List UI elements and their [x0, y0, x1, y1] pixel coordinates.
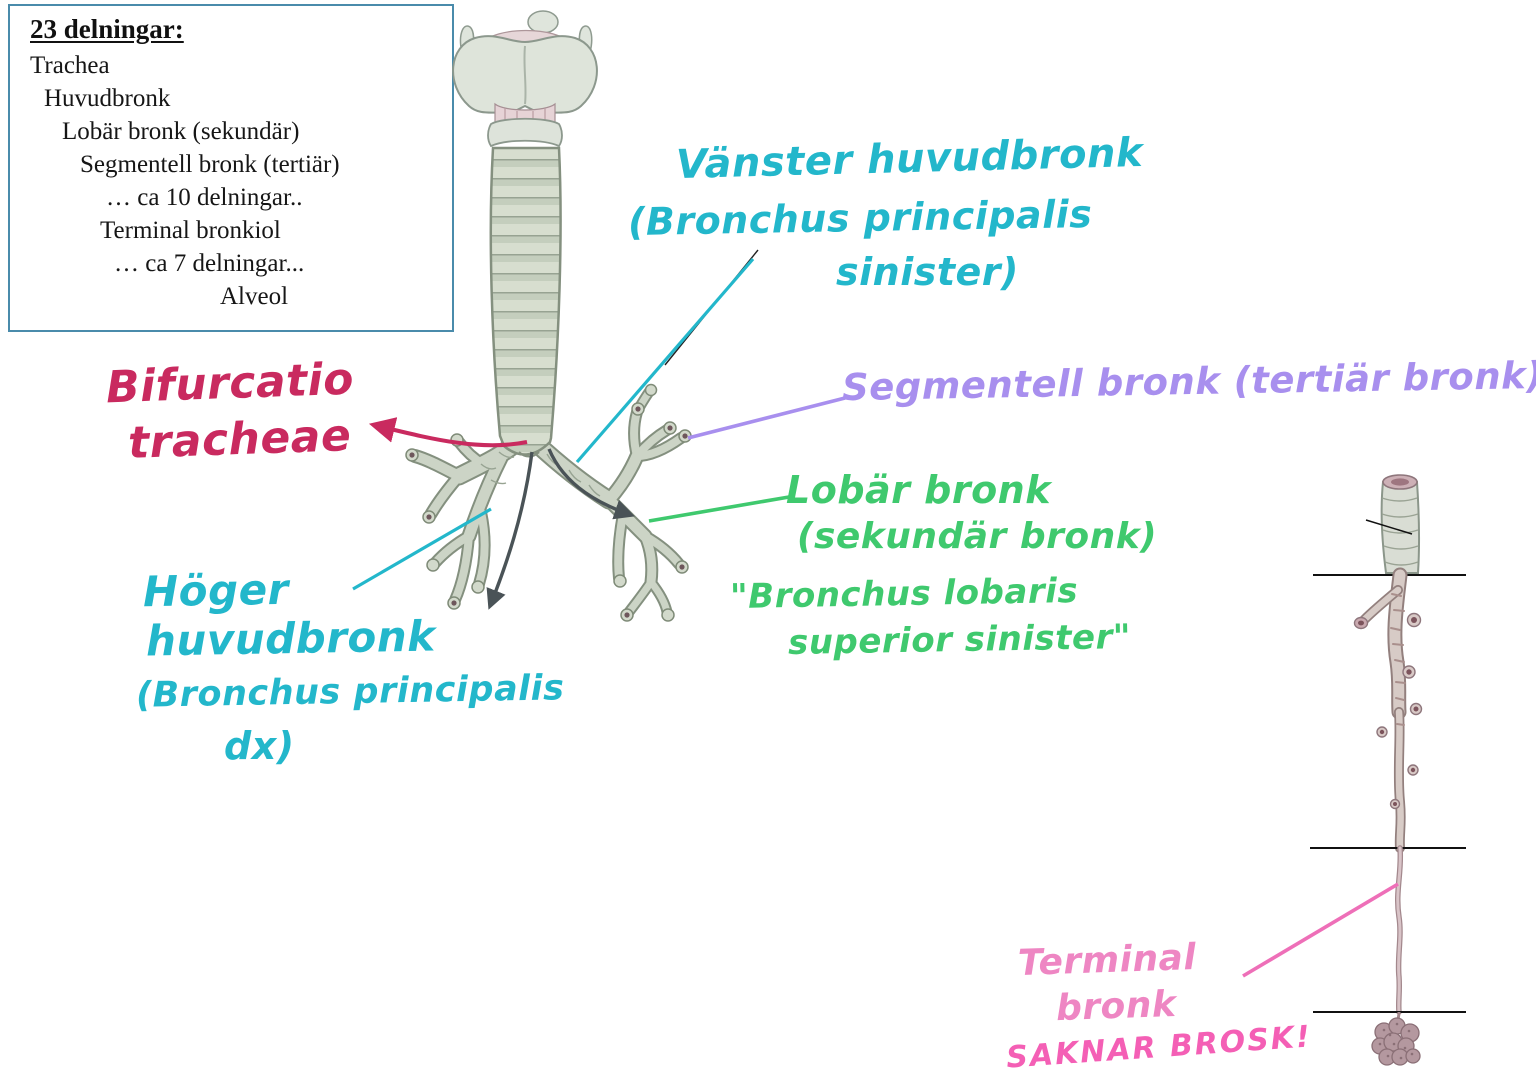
- label-terminal-bronk-line2: bronk: [1055, 983, 1178, 1030]
- airway-divisions-box: 23 delningar: Trachea Huvudbronk Lobär b…: [8, 4, 454, 332]
- hierarchy-line-lobar: Lobär bronk (sekundär): [62, 118, 300, 145]
- terminal-bronchiole-tube: [1394, 845, 1404, 1015]
- hierarchy-line-trachea: Trachea: [30, 52, 110, 79]
- label-lobar-latin-line2: superior sinister": [787, 617, 1132, 663]
- terminal-bronchiole-illustration: [1310, 474, 1466, 1066]
- hierarchy-line-alveol: Alveol: [220, 283, 289, 310]
- label-bifurcatio-line2: tracheae: [127, 410, 353, 469]
- larynx: [452, 10, 598, 148]
- label-vanster-huvudbronk-line1: Vänster huvudbronk: [675, 129, 1144, 189]
- label-vanster-huvudbronk-line3: sinister): [836, 250, 1019, 294]
- label-bifurcatio-line1: Bifurcatio: [105, 353, 355, 414]
- label-lobar-latin-line1: "Bronchus lobaris: [729, 570, 1079, 618]
- label-hoger-huvudbronk-line1: Höger: [142, 564, 290, 617]
- hierarchy-line-ca10: … ca 10 delningar..: [106, 184, 303, 211]
- bronchiole-trunk: [1365, 474, 1421, 574]
- box-title: 23 delningar:: [30, 14, 184, 44]
- label-terminal-bronk-line1: Terminal: [1017, 936, 1197, 985]
- label-lobar-bronk-line2: (sekundär bronk): [797, 516, 1158, 557]
- label-hoger-huvudbronk-line3: (Bronchus principalis: [135, 668, 565, 716]
- bronchiole-openings: [1353, 612, 1423, 810]
- trachea-illustration: [405, 10, 692, 622]
- hierarchy-line-huvudbronk: Huvudbronk: [44, 85, 171, 112]
- hierarchy-line-ca7: … ca 7 delningar...: [114, 250, 305, 277]
- trachea-tube: [489, 146, 562, 458]
- label-saknar-brosk: SAKNAR BROSK!: [1005, 1019, 1313, 1068]
- label-hoger-huvudbronk-line4: dx): [224, 724, 295, 768]
- alveoli-cluster: [1371, 1011, 1421, 1066]
- label-segmentell-bronk: Segmentell bronk (tertiär bronk): [841, 353, 1536, 410]
- hierarchy-line-terminal: Terminal bronkiol: [100, 217, 281, 244]
- hierarchy-line-segmentell: Segmentell bronk (tertiär): [80, 151, 340, 178]
- pen-tick-line: [1365, 519, 1413, 535]
- bronchiole-stem: [1359, 567, 1408, 853]
- label-lobar-bronk-line1: Lobär bronk: [786, 468, 1052, 512]
- label-hoger-huvudbronk-line2: huvudbronk: [145, 611, 437, 666]
- label-vanster-huvudbronk-line2: (Bronchus principalis: [627, 191, 1093, 245]
